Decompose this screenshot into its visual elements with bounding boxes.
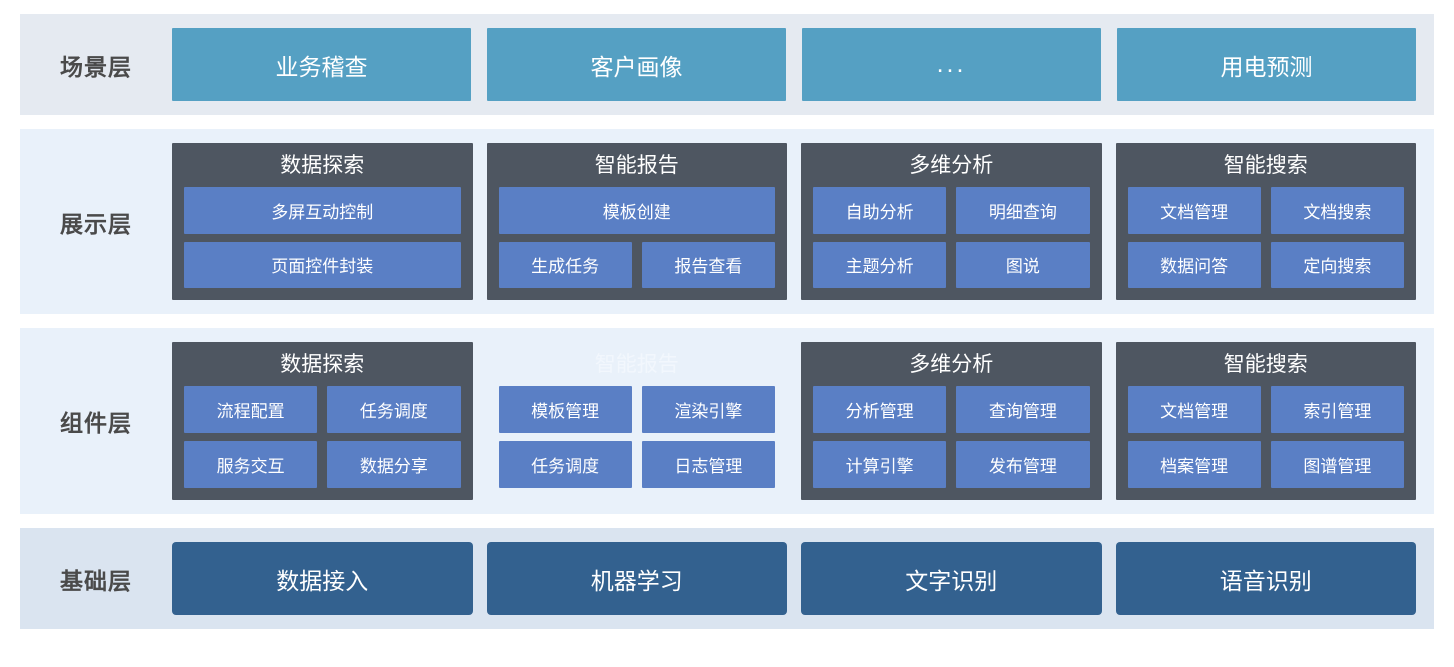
item-row: 档案管理 图谱管理 xyxy=(1127,441,1404,488)
foundation-card-list: 数据接入 机器学习 文字识别 语音识别 xyxy=(172,542,1416,615)
scenario-card-list: 业务稽查 客户画像 ... 用电预测 xyxy=(172,28,1416,101)
group-item-list: 模板创建 生成任务 报告查看 xyxy=(498,187,775,288)
item-row: 文档管理 索引管理 xyxy=(1127,386,1404,434)
presentation-group-smart-report[interactable]: 智能报告 模板创建 生成任务 报告查看 xyxy=(486,143,787,300)
group-title: 多维分析 xyxy=(909,154,994,177)
group-title: 数据探索 xyxy=(280,353,365,376)
item-row: 服务交互 数据分享 xyxy=(184,441,461,488)
group-item-list: 分析管理 查询管理 计算引擎 发布管理 xyxy=(813,386,1090,488)
item-pill-task-scheduling[interactable]: 任务调度 xyxy=(498,441,632,488)
component-group-list: 数据探索 流程配置 任务调度 服务交互 数据分享 智能报告 xyxy=(172,342,1416,500)
group-title: 智能搜索 xyxy=(1223,154,1308,177)
scenario-card-business-audit[interactable]: 业务稽查 xyxy=(172,28,471,101)
item-pill-compute-engine[interactable]: 计算引擎 xyxy=(813,441,947,488)
item-row: 模板创建 xyxy=(498,187,775,234)
item-pill-publish-management[interactable]: 发布管理 xyxy=(956,441,1090,488)
component-group-multidim-analysis[interactable]: 多维分析 分析管理 查询管理 计算引擎 发布管理 xyxy=(801,342,1102,500)
group-item-list: 自助分析 明细查询 主题分析 图说 xyxy=(813,187,1090,288)
item-pill-self-service-analysis[interactable]: 自助分析 xyxy=(813,187,947,234)
component-group-smart-search[interactable]: 智能搜索 文档管理 索引管理 档案管理 图谱管理 xyxy=(1115,342,1416,500)
group-item-list: 流程配置 任务调度 服务交互 数据分享 xyxy=(184,386,461,488)
foundation-card-machine-learning[interactable]: 机器学习 xyxy=(486,542,787,615)
item-pill-task-scheduling[interactable]: 任务调度 xyxy=(327,386,461,434)
group-title: 智能搜索 xyxy=(1223,353,1308,376)
layer-label-presentation: 展示层 xyxy=(60,210,132,237)
item-pill-analysis-management[interactable]: 分析管理 xyxy=(813,386,947,434)
item-row: 生成任务 报告查看 xyxy=(498,241,775,288)
group-item-list: 模板管理 渲染引擎 任务调度 日志管理 xyxy=(498,386,775,488)
layer-row-scenario: 场景层 业务稽查 客户画像 ... 用电预测 xyxy=(20,14,1434,115)
scenario-card-customer-profile[interactable]: 客户画像 xyxy=(487,28,786,101)
item-pill-log-management[interactable]: 日志管理 xyxy=(641,441,775,488)
layer-row-component: 组件层 数据探索 流程配置 任务调度 服务交互 数据分享 智能报 xyxy=(20,328,1434,514)
item-row: 流程配置 任务调度 xyxy=(184,386,461,434)
group-title: 多维分析 xyxy=(909,353,994,376)
presentation-group-list: 数据探索 多屏互动控制 页面控件封装 智能报告 模板创建 xyxy=(172,143,1416,300)
item-pill-graph-management[interactable]: 图谱管理 xyxy=(1270,441,1404,488)
layer-row-presentation: 展示层 数据探索 多屏互动控制 页面控件封装 智能报告 xyxy=(20,129,1434,314)
item-pill-generate-task[interactable]: 生成任务 xyxy=(498,241,632,288)
item-pill-template-create[interactable]: 模板创建 xyxy=(498,187,775,234)
group-title: 数据探索 xyxy=(280,154,365,177)
item-pill-report-view[interactable]: 报告查看 xyxy=(641,241,775,288)
item-pill-query-management[interactable]: 查询管理 xyxy=(956,386,1090,434)
foundation-card-ocr[interactable]: 文字识别 xyxy=(801,542,1102,615)
item-row: 文档管理 文档搜索 xyxy=(1127,187,1404,234)
item-pill-doc-search[interactable]: 文档搜索 xyxy=(1270,187,1404,234)
item-pill-detail-query[interactable]: 明细查询 xyxy=(956,187,1090,234)
item-pill-archive-management[interactable]: 档案管理 xyxy=(1127,441,1261,488)
scenario-card-power-forecast[interactable]: 用电预测 xyxy=(1117,28,1416,101)
item-pill-service-interaction[interactable]: 服务交互 xyxy=(184,441,318,488)
item-row: 自助分析 明细查询 xyxy=(813,187,1090,234)
layer-label-component: 组件层 xyxy=(60,410,132,436)
item-pill-index-management[interactable]: 索引管理 xyxy=(1270,386,1404,434)
item-row: 主题分析 图说 xyxy=(813,241,1090,288)
layer-label-scenario: 场景层 xyxy=(60,53,132,80)
foundation-card-speech-recognition[interactable]: 语音识别 xyxy=(1115,542,1416,615)
item-pill-template-management[interactable]: 模板管理 xyxy=(498,386,632,434)
presentation-group-smart-search[interactable]: 智能搜索 文档管理 文档搜索 数据问答 定向搜索 xyxy=(1115,143,1416,300)
item-row: 计算引擎 发布管理 xyxy=(813,441,1090,488)
group-item-list: 文档管理 文档搜索 数据问答 定向搜索 xyxy=(1127,187,1404,288)
group-item-list: 文档管理 索引管理 档案管理 图谱管理 xyxy=(1127,386,1404,488)
item-pill-doc-management[interactable]: 文档管理 xyxy=(1127,386,1261,434)
item-pill-widget-packaging[interactable]: 页面控件封装 xyxy=(184,241,461,288)
group-title: 智能报告 xyxy=(594,154,679,177)
presentation-group-data-exploration[interactable]: 数据探索 多屏互动控制 页面控件封装 xyxy=(172,143,473,300)
item-pill-render-engine[interactable]: 渲染引擎 xyxy=(641,386,775,434)
component-group-data-exploration[interactable]: 数据探索 流程配置 任务调度 服务交互 数据分享 xyxy=(172,342,473,500)
item-row: 页面控件封装 xyxy=(184,241,461,288)
item-pill-data-sharing[interactable]: 数据分享 xyxy=(327,441,461,488)
item-pill-chart-narrative[interactable]: 图说 xyxy=(956,241,1090,288)
foundation-card-data-ingestion[interactable]: 数据接入 xyxy=(172,542,473,615)
group-title: 智能报告 xyxy=(594,353,679,376)
item-pill-data-qa[interactable]: 数据问答 xyxy=(1127,241,1261,288)
item-pill-topic-analysis[interactable]: 主题分析 xyxy=(813,241,947,288)
item-row: 数据问答 定向搜索 xyxy=(1127,241,1404,288)
item-row: 任务调度 日志管理 xyxy=(498,441,775,488)
item-pill-doc-management[interactable]: 文档管理 xyxy=(1127,187,1261,234)
item-row: 模板管理 渲染引擎 xyxy=(498,386,775,434)
scenario-card-more[interactable]: ... xyxy=(802,28,1101,101)
item-pill-multiscreen-control[interactable]: 多屏互动控制 xyxy=(184,187,461,234)
item-row: 分析管理 查询管理 xyxy=(813,386,1090,434)
item-row: 多屏互动控制 xyxy=(184,187,461,234)
component-group-smart-report[interactable]: 智能报告 模板管理 渲染引擎 任务调度 日志管理 xyxy=(487,342,788,500)
item-pill-flow-config[interactable]: 流程配置 xyxy=(184,386,318,434)
presentation-group-multidim-analysis[interactable]: 多维分析 自助分析 明细查询 主题分析 图说 xyxy=(801,143,1102,300)
layer-label-foundation: 基础层 xyxy=(60,567,132,594)
item-pill-targeted-search[interactable]: 定向搜索 xyxy=(1270,241,1404,288)
group-item-list: 多屏互动控制 页面控件封装 xyxy=(184,187,461,288)
layer-row-foundation: 基础层 数据接入 机器学习 文字识别 语音识别 xyxy=(20,528,1434,629)
